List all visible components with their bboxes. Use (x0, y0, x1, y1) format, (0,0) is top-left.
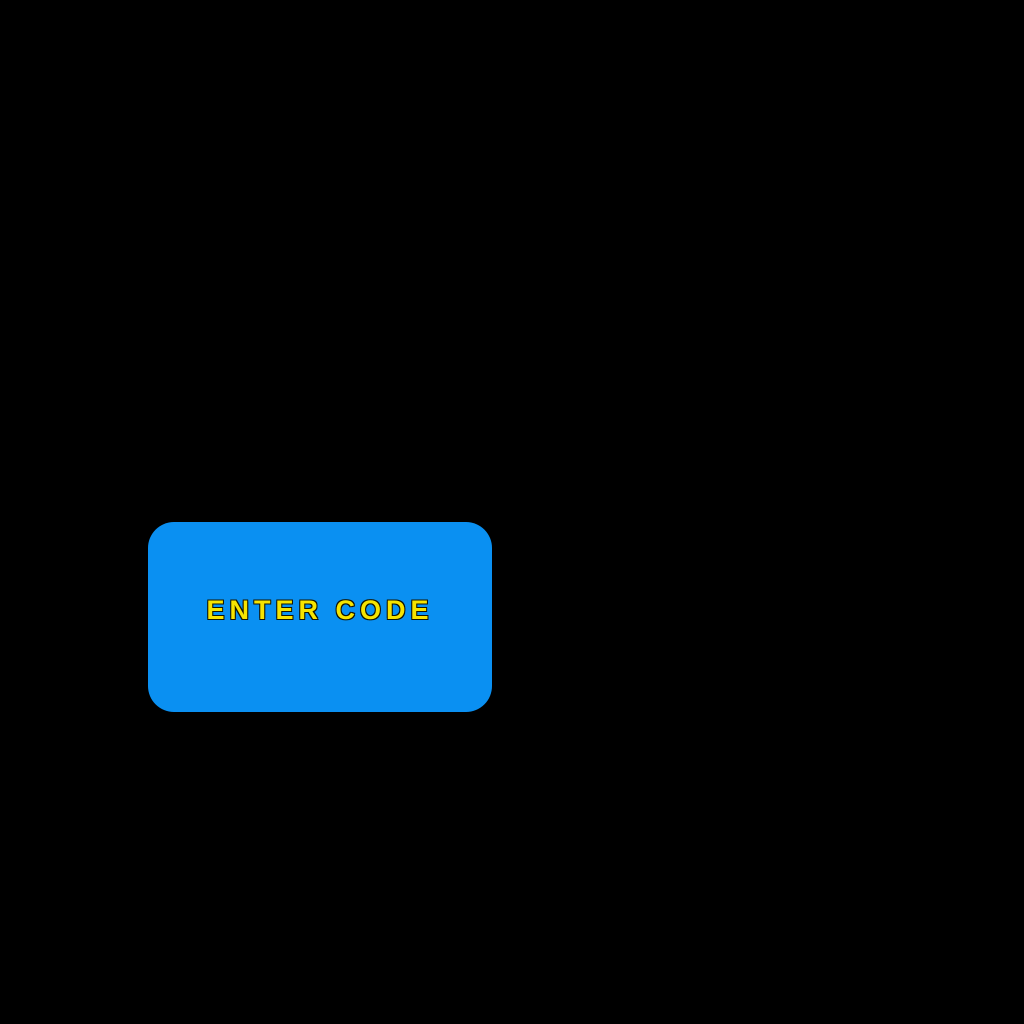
enter-code-button[interactable]: ENTER CODE (148, 522, 492, 712)
enter-code-label: ENTER CODE (206, 594, 434, 626)
